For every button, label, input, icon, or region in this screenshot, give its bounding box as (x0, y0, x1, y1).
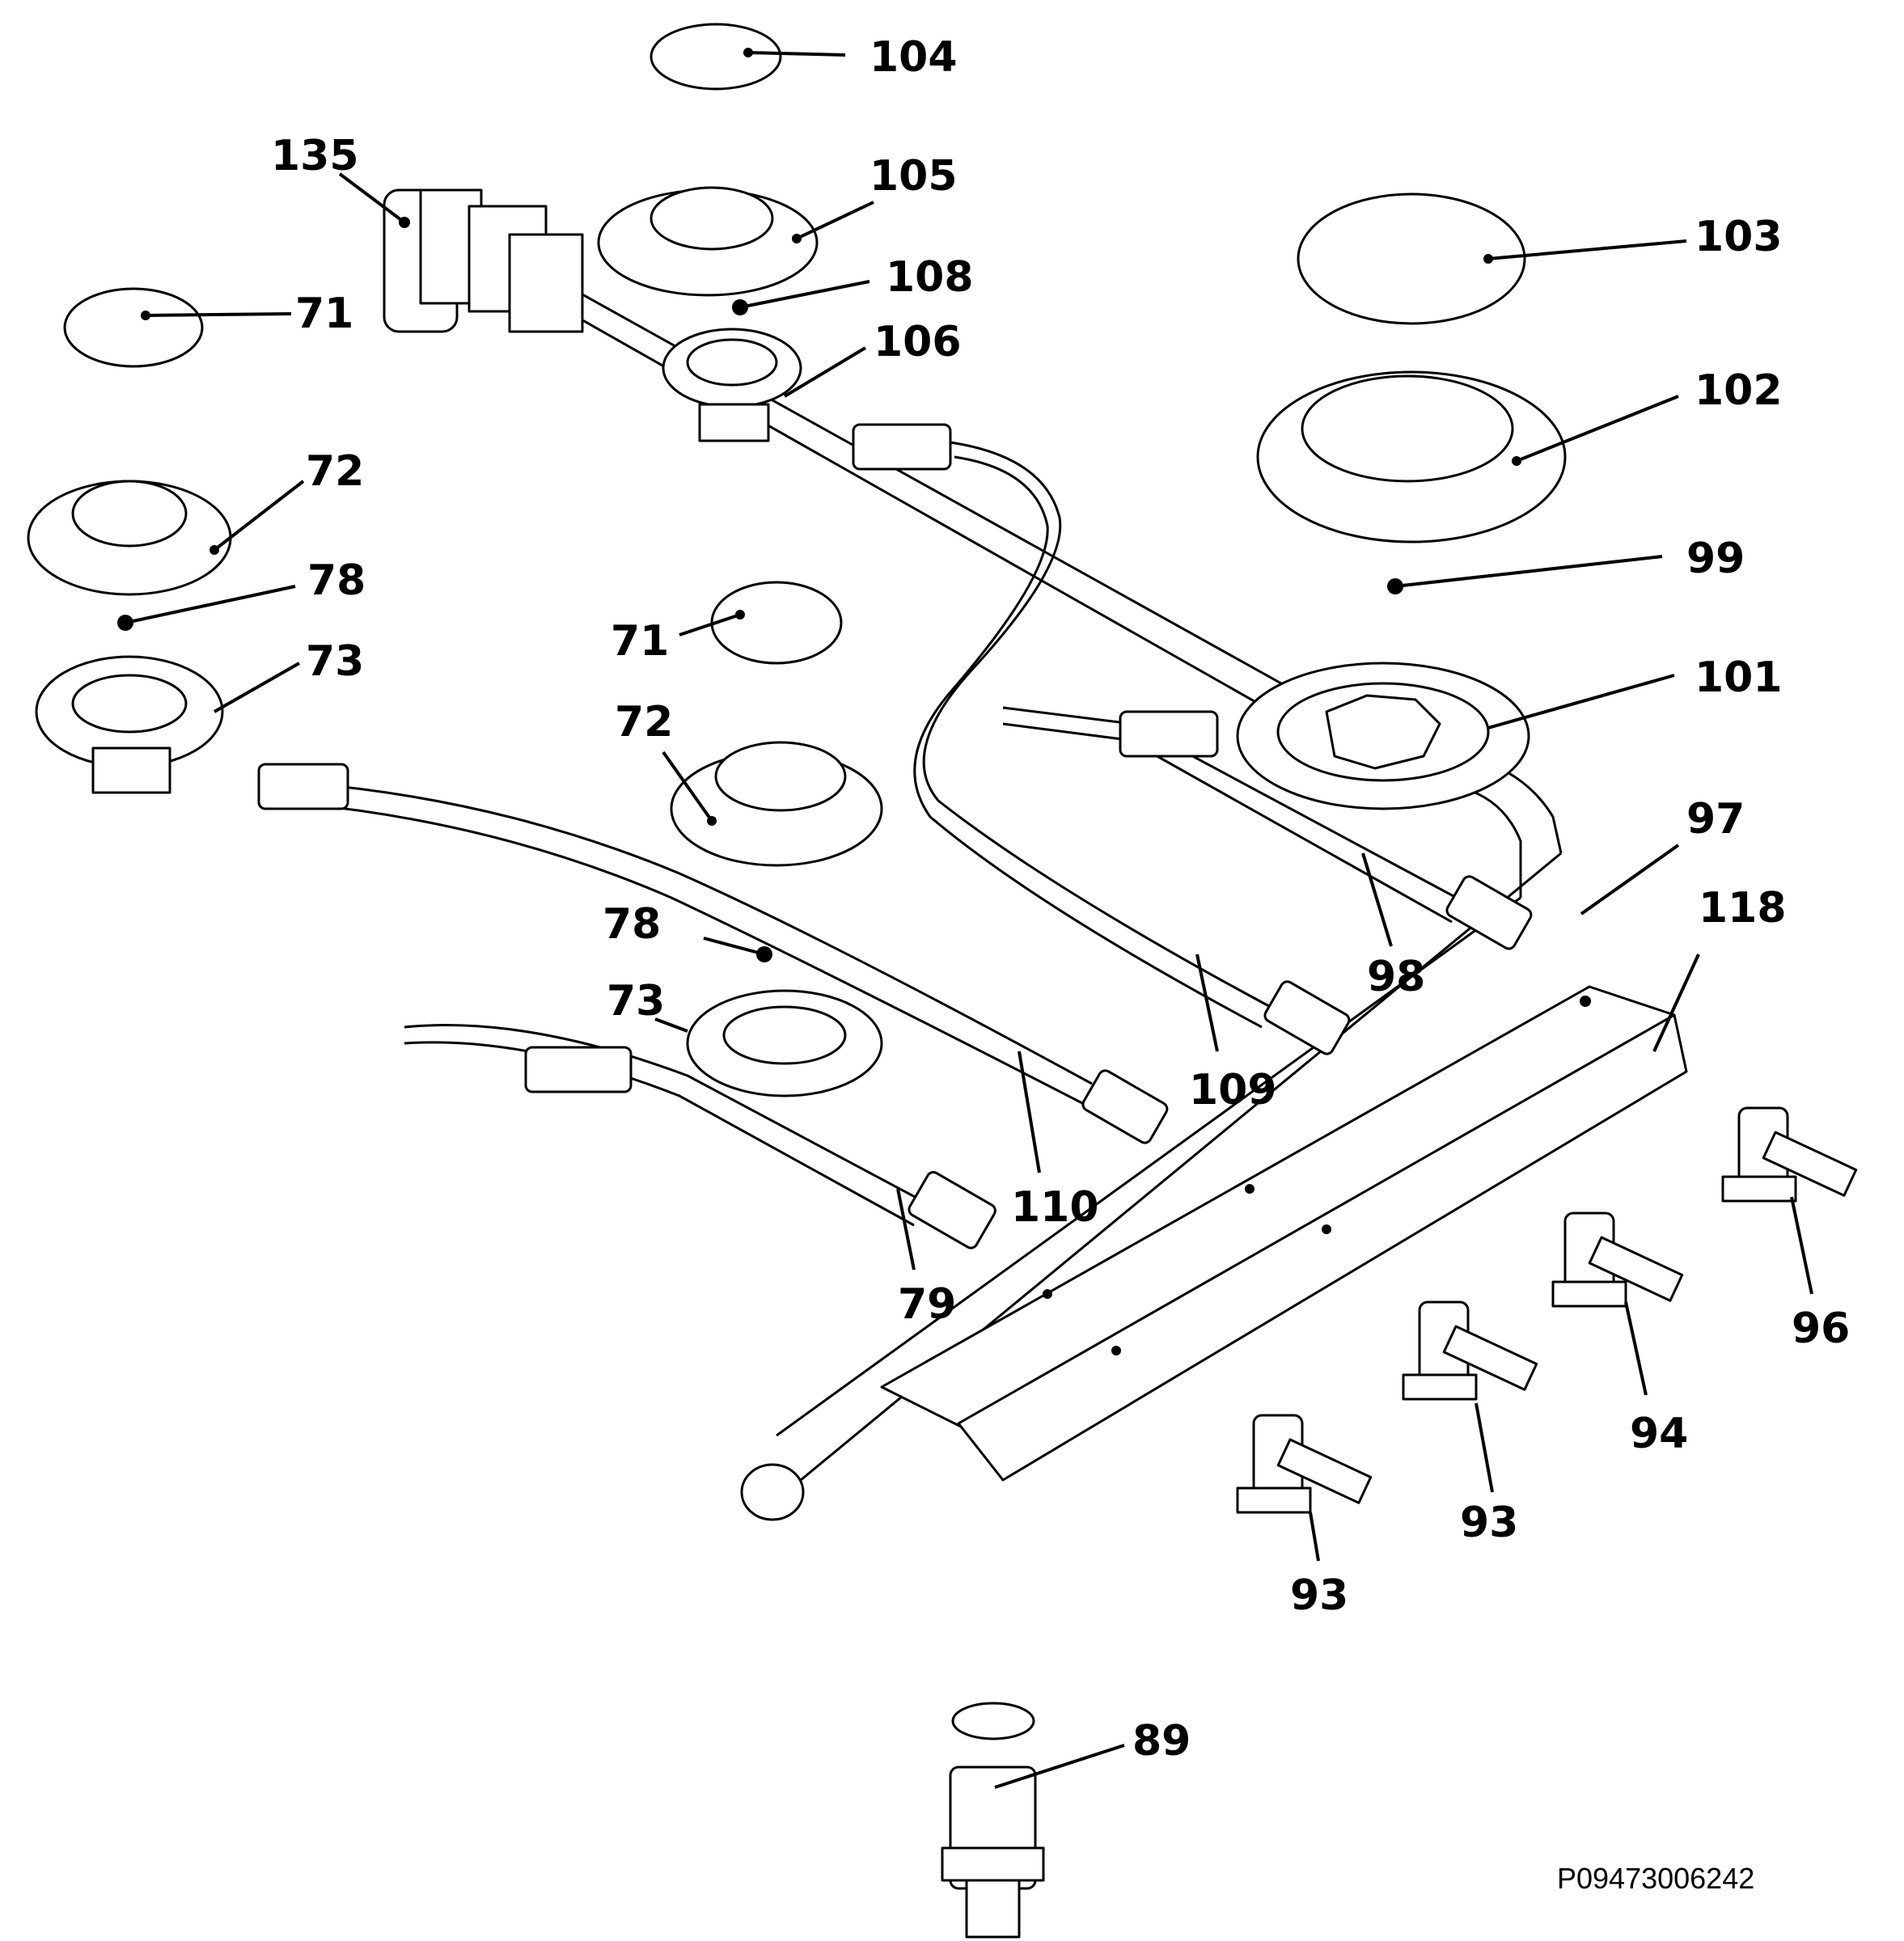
leader-lines (125, 51, 1813, 1789)
gas-pipe-79 (404, 1024, 996, 1250)
callout-71-top: 71 (295, 290, 353, 338)
gas-inlet-connector-89 (941, 1702, 1045, 1939)
gas-pipe-98 (1002, 706, 1533, 950)
diagram-reference-code: P09473006242 (1557, 1862, 1754, 1895)
callout-135: 135 (271, 132, 359, 180)
gas-tap-94 (1551, 1212, 1684, 1308)
gas-pipe-109 (852, 423, 1351, 1055)
burner-base-73-a (35, 655, 224, 794)
callout-109: 109 (1189, 1066, 1277, 1114)
callout-96: 96 (1792, 1305, 1850, 1353)
burner-base-101 (1236, 662, 1530, 810)
gas-tap-96 (1721, 1106, 1858, 1203)
callout-98: 98 (1367, 953, 1425, 1001)
callout-93-left: 93 (1290, 1571, 1348, 1620)
callout-labels: 104 135 105 103 108 71 106 102 72 99 78 … (271, 33, 1850, 1766)
gas-tap-93-b (1236, 1414, 1373, 1514)
gas-tap-93-a (1402, 1300, 1538, 1401)
burner-cap-104 (649, 23, 782, 91)
burner-cap-71-a (63, 287, 204, 368)
callout-118: 118 (1699, 884, 1787, 932)
callout-78-center: 78 (603, 900, 661, 949)
burner-crown-72-a (27, 480, 232, 596)
callout-72-center: 72 (615, 698, 673, 746)
callout-93-right: 93 (1460, 1499, 1518, 1547)
callout-104: 104 (869, 33, 958, 82)
burner-cap-71-b (710, 581, 843, 665)
burner-crown-102 (1256, 370, 1567, 543)
callout-73-center: 73 (607, 977, 665, 1025)
inlet-elbow-135 (383, 188, 584, 333)
burner-crown-105 (597, 186, 819, 297)
callout-102: 102 (1695, 366, 1783, 415)
burner-cap-103 (1297, 192, 1526, 325)
callout-108: 108 (886, 253, 974, 302)
mounting-rail (880, 985, 1688, 1482)
burner-base-73-b (686, 989, 883, 1097)
burner-crown-72-b (670, 741, 883, 867)
callout-79: 79 (898, 1280, 956, 1329)
callout-101: 101 (1695, 653, 1783, 702)
callout-73-left: 73 (306, 637, 364, 686)
callout-99: 99 (1686, 535, 1745, 583)
callout-89: 89 (1132, 1717, 1191, 1766)
callout-78-left: 78 (307, 556, 366, 605)
callout-72-left: 72 (306, 447, 364, 496)
callout-97: 97 (1686, 795, 1745, 844)
manifold-end-cap (740, 1463, 805, 1521)
callout-105: 105 (869, 152, 958, 201)
callout-71-center: 71 (611, 617, 669, 666)
callout-94: 94 (1630, 1410, 1688, 1458)
callout-106: 106 (874, 318, 962, 366)
callout-103: 103 (1695, 213, 1783, 261)
gas-pipe-110 (257, 763, 1169, 1144)
burner-base-106 (662, 328, 802, 442)
callout-110: 110 (1011, 1183, 1099, 1232)
